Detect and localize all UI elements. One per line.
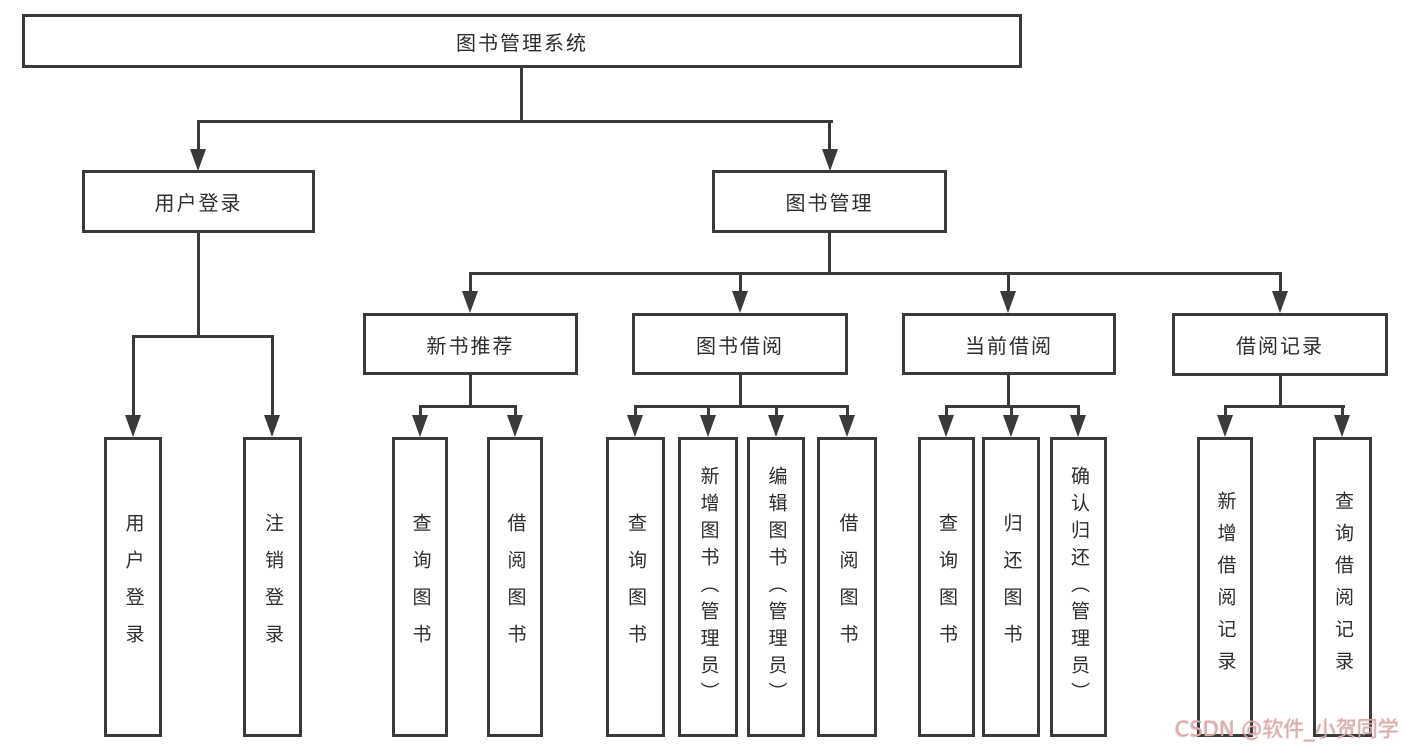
arrow-down-icon (190, 149, 206, 171)
leaf-edit-books-admin-label: 编辑图书（管理员） (765, 465, 788, 709)
arrow-down-icon (627, 415, 643, 437)
leaf-add-borrow-record: 新增借阅记录 (1197, 437, 1253, 737)
leaf-borrow-books-1-label: 借阅图书 (504, 513, 527, 661)
arrow-down-icon (1217, 415, 1233, 437)
connector-line (634, 405, 849, 408)
arrow-down-icon (1003, 415, 1019, 437)
node-root: 图书管理系统 (22, 14, 1022, 68)
leaf-return-books-label: 归还图书 (1000, 513, 1023, 661)
connector-line (1279, 376, 1282, 407)
leaf-add-books-admin: 新增图书（管理员） (678, 437, 738, 737)
node-user-login-label: 用户登录 (154, 191, 243, 215)
arrow-down-icon (462, 291, 478, 313)
connector-line (945, 405, 948, 417)
connector-line (197, 233, 200, 337)
connector-line (469, 375, 472, 407)
connector-line (707, 405, 710, 417)
leaf-logout-label: 注销登录 (262, 513, 284, 661)
connector-line (1007, 272, 1010, 294)
leaf-add-borrow-record-label: 新增借阅记录 (1214, 491, 1237, 683)
leaf-borrow-books-1: 借阅图书 (487, 437, 543, 737)
connector-line (469, 272, 1282, 275)
arrow-down-icon (1000, 291, 1016, 313)
connector-line (197, 120, 200, 152)
node-book-management: 图书管理 (712, 170, 947, 233)
connector-line (739, 272, 742, 294)
connector-line (1341, 405, 1344, 417)
leaf-query-borrow-record-label: 查询借阅记录 (1332, 491, 1354, 683)
arrow-down-icon (1272, 291, 1288, 313)
connector-line (1077, 405, 1080, 417)
arrow-down-icon (1070, 415, 1086, 437)
leaf-query-books-2-label: 查询图书 (625, 513, 647, 661)
arrow-down-icon (412, 415, 428, 437)
connector-line (132, 335, 135, 417)
node-book-borrow-label: 图书借阅 (696, 333, 784, 358)
connector-line (419, 405, 422, 417)
arrow-down-icon (938, 415, 954, 437)
arrow-down-icon (700, 415, 716, 437)
leaf-return-books: 归还图书 (982, 437, 1040, 737)
arrow-down-icon (732, 291, 748, 313)
node-current-borrow-label: 当前借阅 (965, 333, 1053, 358)
connector-line (469, 272, 472, 294)
leaf-query-books-3: 查询图书 (918, 437, 975, 737)
leaf-query-borrow-record: 查询借阅记录 (1313, 437, 1372, 737)
connector-line (1224, 405, 1227, 417)
arrow-down-icon (507, 415, 523, 437)
leaf-edit-books-admin: 编辑图书（管理员） (747, 437, 805, 737)
watermark: CSDN @软件_小贺同学 (1174, 717, 1399, 741)
arrow-down-icon (125, 415, 141, 437)
connector-line (1007, 375, 1010, 407)
connector-line (846, 405, 849, 417)
connector-line (775, 405, 778, 417)
node-borrow-records-label: 借阅记录 (1236, 334, 1324, 358)
leaf-query-books-3-label: 查询图书 (936, 513, 958, 661)
arrow-down-icon (1334, 415, 1350, 437)
connector-line (197, 120, 833, 123)
leaf-query-books-2: 查询图书 (606, 437, 665, 737)
connector-line (739, 375, 742, 407)
connector-line (520, 68, 523, 123)
leaf-borrow-books-2: 借阅图书 (817, 437, 877, 737)
leaf-user-login-label: 用户登录 (122, 513, 145, 661)
leaf-logout: 注销登录 (243, 437, 302, 737)
node-user-login: 用户登录 (82, 170, 315, 233)
node-book-borrow: 图书借阅 (632, 313, 848, 375)
connector-line (828, 233, 831, 274)
node-book-management-label: 图书管理 (785, 191, 874, 215)
node-borrow-records: 借阅记录 (1172, 313, 1388, 376)
node-new-book-recommend-label: 新书推荐 (426, 333, 515, 358)
leaf-user-login: 用户登录 (104, 437, 162, 737)
node-current-borrow: 当前借阅 (902, 313, 1116, 375)
node-root-label: 图书管理系统 (456, 30, 588, 55)
connector-line (828, 120, 831, 152)
arrow-down-icon (839, 415, 855, 437)
leaf-confirm-return-admin: 确认归还（管理员） (1050, 437, 1107, 737)
connector-line (271, 335, 274, 417)
connector-line (1010, 405, 1013, 417)
connector-line (1224, 405, 1345, 408)
node-new-book-recommend: 新书推荐 (363, 313, 578, 375)
connector-line (419, 405, 517, 408)
leaf-query-books-1: 查询图书 (392, 437, 448, 737)
connector-line (1279, 272, 1282, 294)
leaf-borrow-books-2-label: 借阅图书 (836, 513, 859, 661)
leaf-query-books-1-label: 查询图书 (409, 513, 432, 661)
arrow-down-icon (822, 149, 838, 171)
connector-line (514, 405, 517, 417)
connector-line (634, 405, 637, 417)
leaf-add-books-admin-label: 新增图书（管理员） (697, 465, 720, 709)
connector-line (132, 335, 274, 338)
leaf-confirm-return-admin-label: 确认归还（管理员） (1068, 465, 1090, 709)
arrow-down-icon (768, 415, 784, 437)
arrow-down-icon (264, 415, 280, 437)
